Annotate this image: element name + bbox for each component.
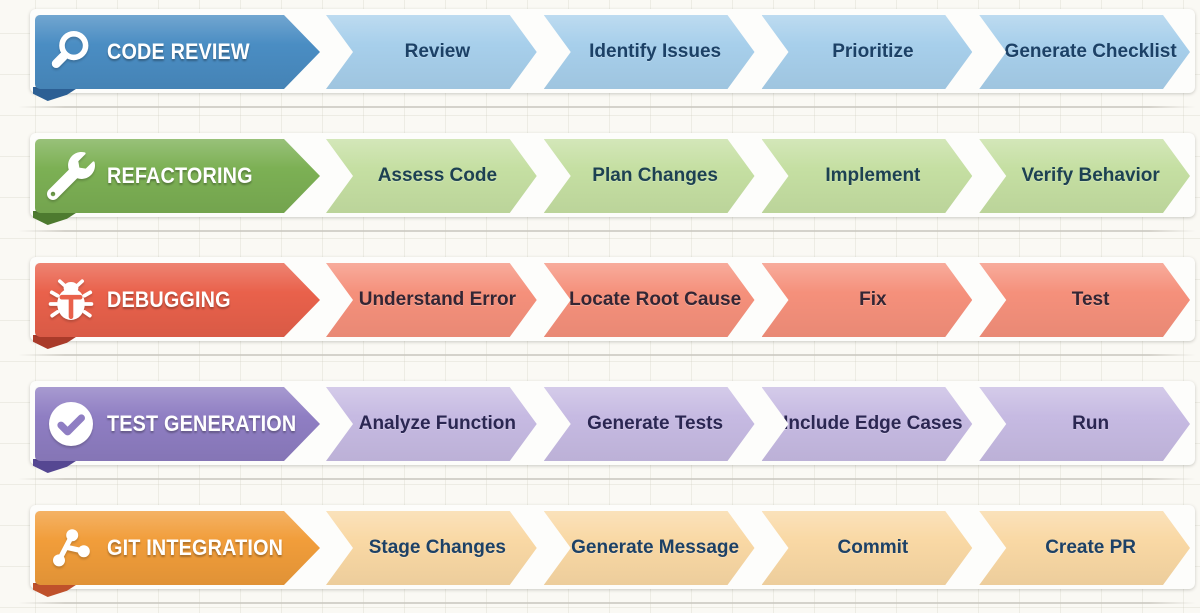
magnifier-icon [47, 28, 95, 76]
workflow-banner: GIT INTEGRATION Stage Changes Generate Me… [35, 511, 1190, 585]
workflow-step: Verify Behavior [979, 139, 1190, 213]
workflow-title: DEBUGGING [107, 287, 231, 312]
workflow-step: Include Edge Cases [762, 387, 973, 461]
workflow-step: Plan Changes [544, 139, 755, 213]
workflow-steps: Assess Code Plan Changes Implement Verify B… [326, 139, 1190, 213]
workflow-step: Prioritize [762, 15, 973, 89]
workflow-step: Assess Code [326, 139, 537, 213]
step-label: Understand Error [358, 289, 517, 310]
bug-icon [47, 276, 95, 324]
workflow-row: TEST GENERATION Analyze Function Generate… [0, 372, 1200, 496]
step-label: Fix [859, 289, 887, 310]
workflow-step: Generate Checklist [979, 15, 1190, 89]
ribbon-fold [33, 335, 79, 349]
step-label: Stage Changes [368, 537, 506, 558]
workflow-step: Generate Message [544, 511, 755, 585]
workflow-row: CODE REVIEW Review Identify Issues Priorit… [0, 0, 1200, 124]
workflow-step: Understand Error [326, 263, 537, 337]
row-separator [18, 106, 1196, 108]
workflow-row: GIT INTEGRATION Stage Changes Generate Me… [0, 496, 1200, 613]
workflow-title: CODE REVIEW [107, 39, 250, 64]
workflow-title: GIT INTEGRATION [107, 535, 284, 560]
step-label: Review [404, 41, 471, 62]
workflow-banner: TEST GENERATION Analyze Function Generate… [35, 387, 1190, 461]
workflow-banner: DEBUGGING Understand Error Locate Root Ca… [35, 263, 1190, 337]
row-separator [18, 230, 1196, 232]
step-label: Plan Changes [592, 165, 718, 186]
workflow-banner: REFACTORING Assess Code Plan Changes Imple… [35, 139, 1190, 213]
ribbon-fold [33, 583, 79, 597]
workflow-header: DEBUGGING [35, 263, 320, 337]
workflow-step: Stage Changes [326, 511, 537, 585]
step-label: Include Edge Cases [783, 413, 963, 434]
step-label: Generate Tests [587, 413, 724, 434]
step-label: Identify Issues [589, 41, 722, 62]
workflow-step: Test [979, 263, 1190, 337]
workflow-title: TEST GENERATION [107, 411, 297, 436]
step-label: Prioritize [832, 41, 914, 62]
workflow-header: TEST GENERATION [35, 387, 320, 461]
step-label: Create PR [1045, 537, 1137, 558]
workflow-steps: Analyze Function Generate Tests Include Ed… [326, 387, 1190, 461]
step-label: Assess Code [377, 165, 498, 186]
workflow-step: Implement [762, 139, 973, 213]
ribbon-fold [33, 459, 79, 473]
workflow-header: REFACTORING [35, 139, 320, 213]
ribbon-fold [33, 211, 79, 225]
step-label: Locate Root Cause [569, 289, 742, 310]
workflow-step: Review [326, 15, 537, 89]
step-label: Generate Message [571, 537, 740, 558]
workflow-banner: CODE REVIEW Review Identify Issues Priorit… [35, 15, 1190, 89]
step-label: Commit [837, 537, 909, 558]
workflow-step: Commit [762, 511, 973, 585]
wrench-icon [47, 152, 95, 200]
step-label: Test [1071, 289, 1110, 310]
step-label: Implement [825, 165, 921, 186]
workflow-step: Create PR [979, 511, 1190, 585]
step-label: Run [1072, 413, 1110, 434]
workflow-step: Identify Issues [544, 15, 755, 89]
step-label: Verify Behavior [1021, 165, 1160, 186]
workflow-steps: Review Identify Issues Prioritize Generate … [326, 15, 1190, 89]
workflow-header: CODE REVIEW [35, 15, 320, 89]
workflow-header: GIT INTEGRATION [35, 511, 320, 585]
check-circle-icon [47, 400, 95, 448]
row-separator [18, 354, 1196, 356]
workflow-step: Analyze Function [326, 387, 537, 461]
workflow-step: Fix [762, 263, 973, 337]
row-separator [18, 478, 1196, 480]
workflow-steps: Understand Error Locate Root Cause Fix Test [326, 263, 1190, 337]
step-label: Generate Checklist [1004, 41, 1177, 62]
workflow-row: REFACTORING Assess Code Plan Changes Imple… [0, 124, 1200, 248]
ribbon-fold [33, 87, 79, 101]
workflow-step: Generate Tests [544, 387, 755, 461]
step-label: Analyze Function [358, 413, 517, 434]
workflow-step: Run [979, 387, 1190, 461]
workflow-row: DEBUGGING Understand Error Locate Root Ca… [0, 248, 1200, 372]
workflow-steps: Stage Changes Generate Message Commit Creat… [326, 511, 1190, 585]
row-separator [18, 602, 1196, 604]
workflow-step: Locate Root Cause [544, 263, 755, 337]
git-branch-icon [47, 524, 95, 572]
workflow-title: REFACTORING [107, 163, 253, 188]
